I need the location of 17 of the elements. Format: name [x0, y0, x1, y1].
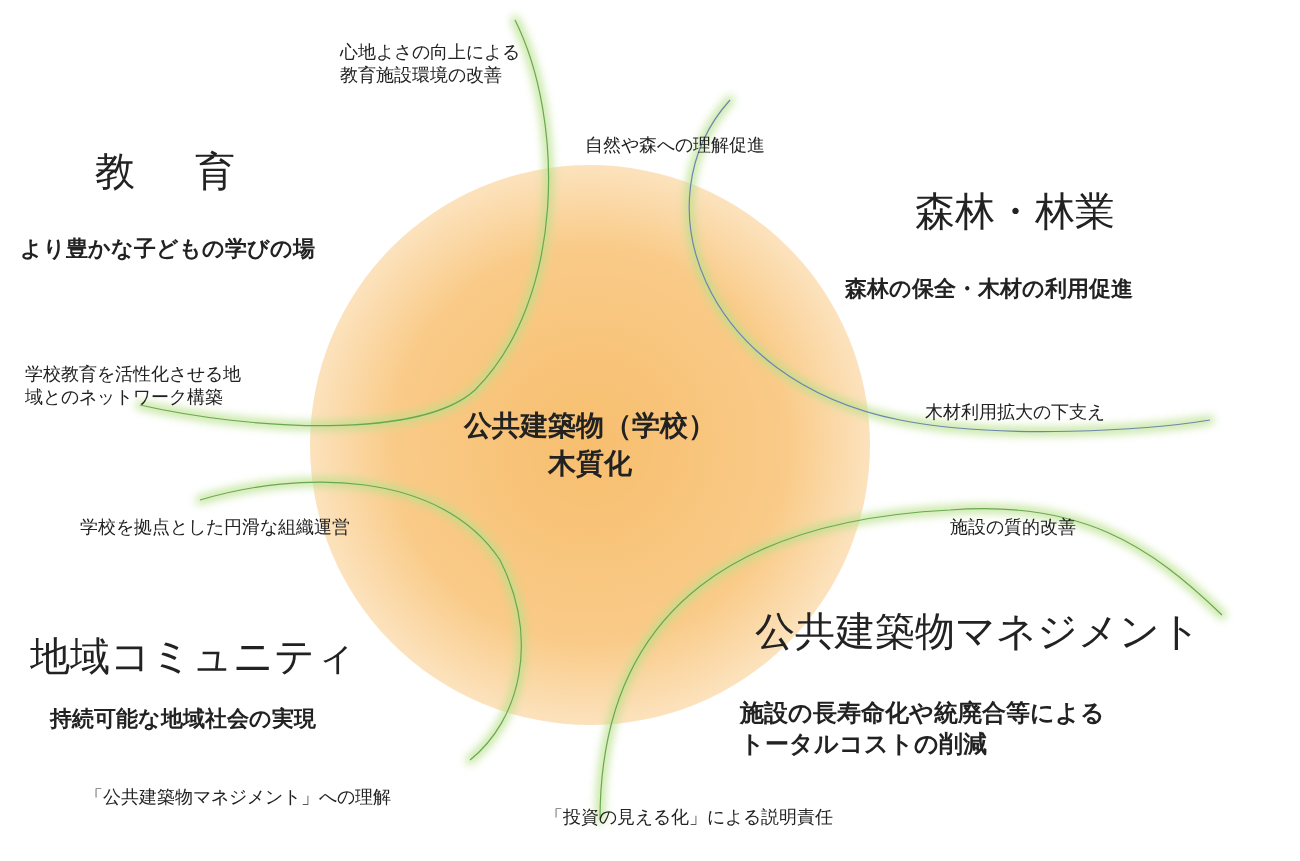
domain-heading: 教 育: [95, 147, 245, 196]
domain-heading: 森林・林業: [915, 187, 1115, 236]
benefit-text: 心地よさの向上による教育施設環境の改善: [340, 40, 521, 87]
benefit-text: 学校を拠点とした円滑な組織運営: [80, 515, 350, 539]
benefit-text: 木材利用拡大の下支え: [925, 400, 1105, 424]
center-title: 公共建築物（学校）木質化: [462, 408, 717, 482]
domain-goal: 持続可能な地域社会の実現: [50, 705, 316, 733]
domain-heading: 地域コミュニティ: [30, 632, 356, 681]
domain-goal: より豊かな子どもの学びの場: [20, 235, 315, 263]
benefit-text: 「投資の見える化」による説明責任: [545, 805, 833, 829]
domain-goal: 施設の長寿命化や統廃合等によるトータルコストの削減: [740, 698, 1106, 761]
domain-heading: 公共建築物マネジメント: [755, 607, 1201, 656]
benefit-text: 学校教育を活性化させる地域とのネットワーク構築: [25, 362, 242, 409]
benefit-text: 「公共建築物マネジメント」への理解: [85, 785, 391, 809]
benefit-text: 施設の質的改善: [950, 515, 1076, 539]
benefit-text: 自然や森への理解促進: [585, 133, 765, 157]
domain-goal: 森林の保全・木材の利用促進: [845, 275, 1133, 303]
